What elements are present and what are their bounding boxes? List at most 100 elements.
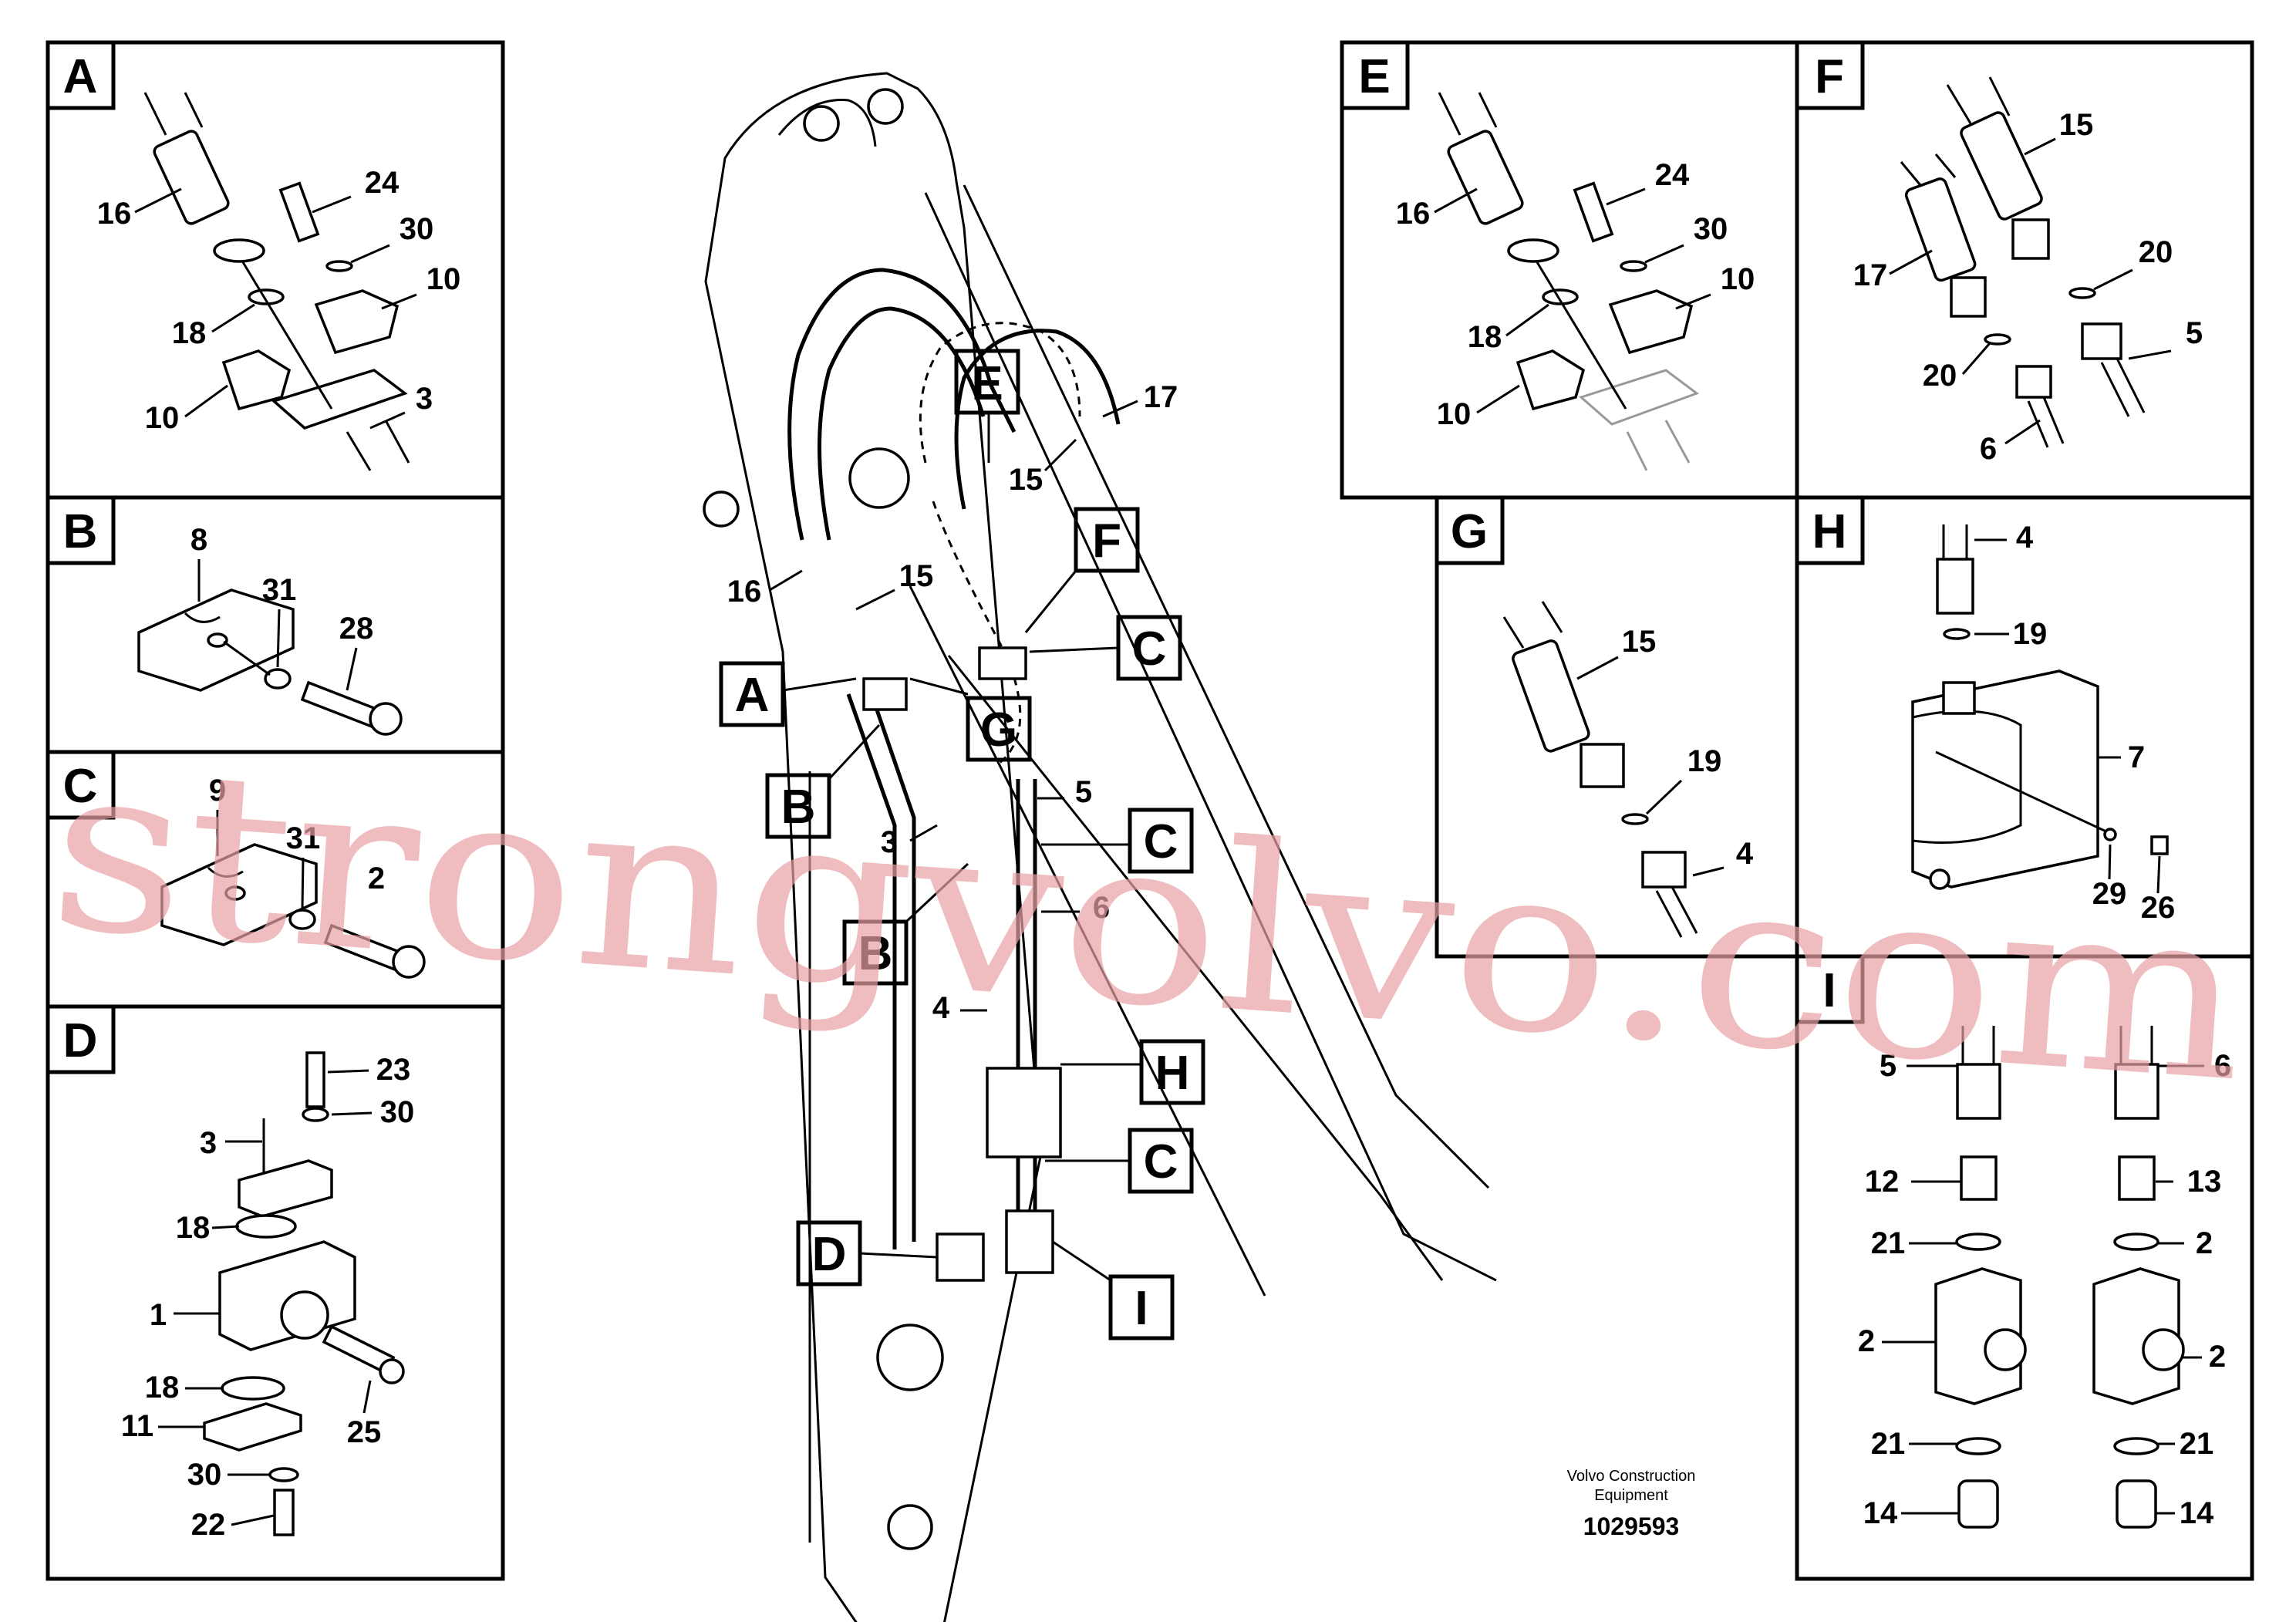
panel-a-letter: A — [63, 50, 98, 103]
callout: 21 — [1871, 1427, 1906, 1461]
panel-c-letter: C — [63, 760, 98, 813]
panel-f: F 15 17 20 20 5 — [1795, 40, 2254, 500]
callout: 5 — [2186, 316, 2203, 350]
callout: 21 — [1871, 1226, 1906, 1260]
callout: 5 — [1075, 775, 1092, 809]
section-label-i: I — [1135, 1282, 1148, 1335]
panel-a: A 16 24 30 10 18 10 — [46, 40, 505, 500]
panel-c-callouts: 9 31 2 — [209, 774, 385, 909]
section-label-c3: C — [1144, 1135, 1178, 1189]
callout: 18 — [172, 316, 207, 350]
callout: 14 — [2180, 1496, 2214, 1530]
panel-b: B 8 31 28 — [46, 495, 505, 754]
panel-e-callouts: 16 24 30 10 18 10 — [1396, 158, 1755, 431]
callout: 20 — [1923, 359, 1957, 393]
callout: 28 — [339, 612, 374, 646]
panel-b-letter: B — [63, 505, 98, 558]
callout: 9 — [209, 774, 226, 808]
callout: 24 — [1655, 158, 1690, 192]
boom-lower-pivot — [876, 1324, 944, 1391]
panel-g: G 15 19 4 — [1435, 495, 1799, 959]
callout: 18 — [176, 1211, 211, 1245]
callout: 31 — [286, 821, 321, 855]
callout: 15 — [1622, 625, 1657, 659]
valve-block-h — [986, 1067, 1062, 1158]
panel-i-drawing — [1934, 1026, 2185, 1529]
callout: 4 — [1736, 837, 1754, 871]
callout: 13 — [2187, 1165, 2222, 1199]
panel-c: C 9 31 2 — [46, 750, 505, 1009]
callout: 30 — [1694, 212, 1728, 246]
callout: 6 — [2214, 1049, 2231, 1083]
panel-a-callouts: 16 24 30 10 18 10 3 — [97, 166, 461, 435]
panel-h-callouts: 4 19 7 29 26 — [1974, 521, 2175, 925]
callout: 6 — [1093, 891, 1110, 925]
drawing-number: 1029593 — [1583, 1512, 1680, 1540]
panel-i-frame — [1795, 954, 2254, 1581]
panel-f-drawing — [1900, 76, 2146, 448]
callout: 12 — [1865, 1165, 1900, 1199]
hose-17 — [954, 329, 1121, 510]
panel-h-drawing — [1911, 524, 2169, 890]
boom-section-labels: E F C A G B C B H C D I — [719, 349, 1205, 1340]
panel-g-callouts: 15 19 4 — [1576, 625, 1754, 877]
callout: 22 — [191, 1508, 226, 1542]
section-label-f: F — [1092, 514, 1121, 568]
callout: 2 — [2209, 1340, 2226, 1374]
callout: 31 — [262, 573, 297, 607]
callout: 30 — [400, 212, 434, 246]
panel-i-letter: I — [1822, 964, 1836, 1017]
boom-arm-outline — [704, 72, 1043, 1622]
panel-f-letter: F — [1815, 50, 1844, 103]
panel-c-drawing — [160, 843, 426, 979]
section-label-a: A — [735, 669, 770, 722]
callout: 18 — [145, 1371, 180, 1404]
panel-h-letter-box — [1795, 495, 1865, 565]
hose-16 — [787, 268, 1017, 541]
callout: 19 — [1687, 744, 1722, 778]
section-label-e: E — [971, 357, 1003, 410]
callout: 20 — [2139, 235, 2173, 269]
panel-f-letter-box — [1795, 40, 1865, 110]
footer: Volvo Construction Equipment 1029593 — [1567, 1468, 1696, 1540]
panel-d-letter-box — [46, 1004, 116, 1074]
callout: 30 — [187, 1458, 222, 1492]
callout: 10 — [1721, 262, 1755, 296]
callout: 4 — [2016, 521, 2034, 555]
section-label-d: D — [812, 1228, 847, 1281]
panel-b-drawing — [137, 588, 403, 736]
callout: 8 — [190, 523, 207, 557]
panel-f-callouts: 15 17 20 20 5 6 — [1853, 108, 2203, 466]
hose-3 — [846, 693, 897, 1249]
boom-callouts: 17 15 16 15 5 3 6 4 — [727, 380, 1178, 1025]
panel-b-callouts: 8 31 28 — [190, 523, 374, 691]
hose-15 — [818, 306, 986, 541]
callout: 2 — [1858, 1324, 1875, 1358]
panel-e-drawing — [1438, 92, 1700, 471]
section-label-h: H — [1155, 1047, 1190, 1100]
panel-a-drawing — [143, 92, 410, 471]
panel-g-drawing — [1502, 601, 1698, 938]
panel-a-letter-box — [46, 40, 116, 110]
callout: 10 — [426, 262, 461, 296]
section-label-g: G — [980, 703, 1017, 757]
panel-i: I 5 6 12 13 — [1795, 954, 2254, 1581]
callout: 11 — [121, 1409, 153, 1443]
panel-e-letter-box — [1340, 40, 1410, 110]
panel-h-letter: H — [1812, 505, 1847, 558]
callout: 15 — [1009, 463, 1043, 497]
maker-line-1: Volvo Construction — [1567, 1468, 1696, 1485]
block-i — [1005, 1209, 1054, 1274]
panel-d-letter: D — [63, 1014, 98, 1067]
callout: 17 — [1144, 380, 1178, 414]
callout: 10 — [1437, 397, 1472, 431]
callout: 16 — [97, 197, 132, 231]
callout: 3 — [416, 382, 433, 416]
panel-e-letter: E — [1358, 50, 1390, 103]
section-label-b1: B — [781, 781, 816, 834]
callout: 4 — [932, 991, 950, 1025]
callout: 15 — [2059, 108, 2094, 142]
callout: 2 — [368, 862, 385, 895]
panel-d: D 23 30 3 18 1 18 — [46, 1004, 505, 1581]
